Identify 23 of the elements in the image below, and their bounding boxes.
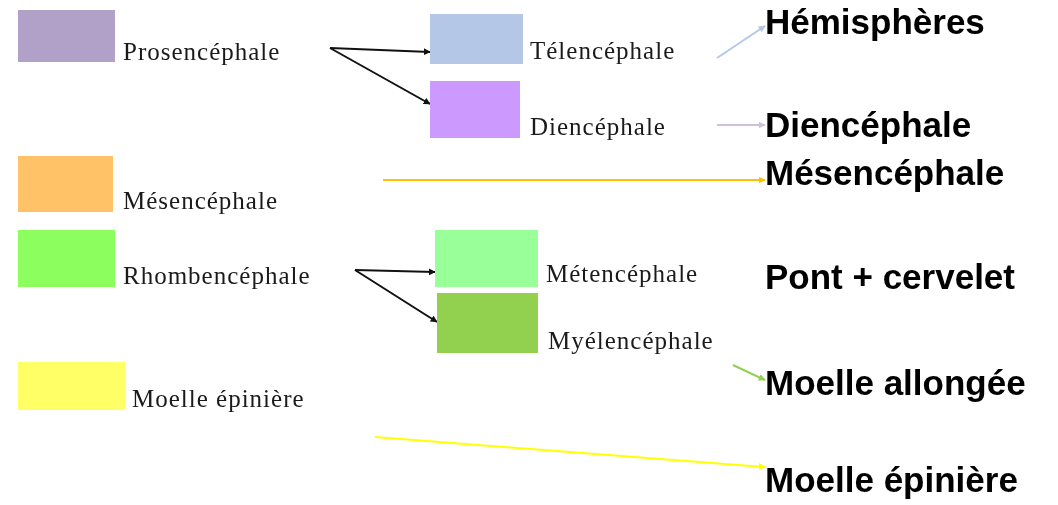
region-name: Myélencéphale <box>548 326 714 356</box>
arrow <box>329 47 431 56</box>
arrow <box>329 47 431 105</box>
arrow <box>354 268 436 276</box>
arrow <box>354 269 438 323</box>
arrow <box>732 364 766 381</box>
arrow <box>716 25 766 59</box>
structure-name: Moelle allongée <box>765 363 1026 403</box>
region-name: Diencéphale <box>530 112 666 142</box>
region-name: Télencéphale <box>530 36 676 66</box>
structure-name: Hémisphères <box>765 2 985 42</box>
region-name: Mésencéphale <box>123 186 278 216</box>
region-name: Rhombencéphale <box>123 261 311 291</box>
structure-name: Mésencéphale <box>765 153 1005 193</box>
region-name: Moelle épinière <box>132 384 305 414</box>
arrow <box>716 121 766 129</box>
structure-name: Moelle épinière <box>765 460 1018 500</box>
region-name: Prosencéphale <box>123 37 281 67</box>
structure-name: Diencéphale <box>765 105 972 145</box>
region-name: Métencéphale <box>546 259 699 289</box>
arrow <box>374 436 766 470</box>
structure-name: Pont + cervelet <box>765 257 1015 297</box>
arrow <box>382 176 766 184</box>
